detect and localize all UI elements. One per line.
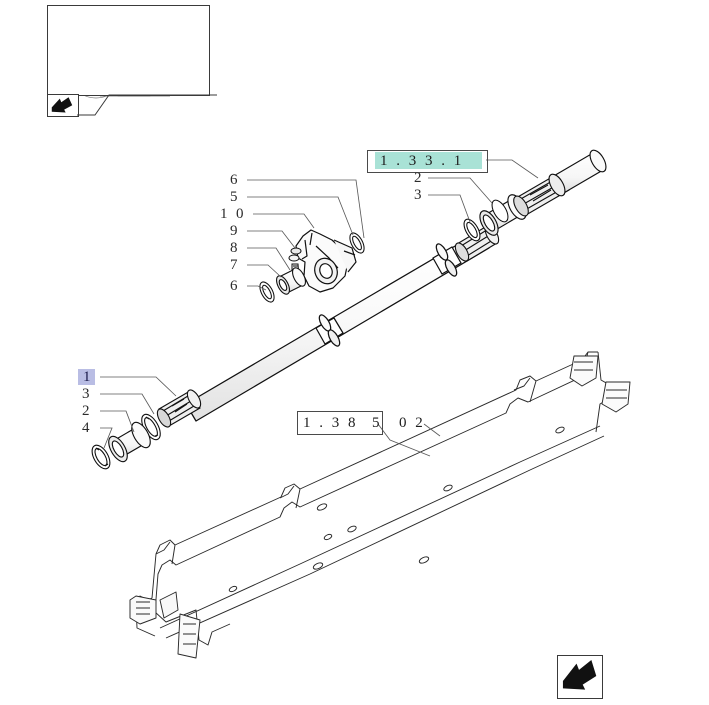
callout-upper-9[interactable]: 9 bbox=[230, 223, 238, 239]
reference-label-box-top bbox=[367, 150, 488, 173]
frame-rail-assembly bbox=[129, 351, 631, 659]
callout-right-2[interactable]: 2 bbox=[414, 170, 422, 186]
callout-upper-0[interactable]: 0 bbox=[236, 206, 244, 222]
reference-label-bottom-mid[interactable]: 5 bbox=[372, 415, 382, 431]
part-ring-7 bbox=[259, 281, 275, 303]
thumbnail-arrow-icon-box bbox=[47, 94, 79, 117]
shaft-stub-tube bbox=[548, 149, 607, 197]
corner-arrow-icon-box bbox=[557, 655, 603, 699]
yoke-fork-assembly bbox=[295, 229, 357, 293]
thumbnail-callout-tail bbox=[77, 94, 217, 116]
part-ring-4 bbox=[91, 444, 111, 470]
callout-upper-1[interactable]: 1 bbox=[220, 206, 228, 222]
reference-label-top-text[interactable]: 1 . 3 3 . 1 bbox=[380, 153, 464, 169]
callout-lower-4[interactable]: 4 bbox=[82, 420, 90, 436]
reference-label-box-bottom bbox=[297, 411, 383, 435]
callout-lower-1[interactable]: 1 bbox=[83, 369, 91, 385]
arrow-pointer-icon bbox=[562, 659, 597, 690]
callout-upper-8[interactable]: 8 bbox=[230, 240, 238, 256]
part-ring-upper-3 bbox=[463, 218, 481, 242]
callout-lower-3[interactable]: 3 bbox=[82, 386, 90, 402]
reference-label-bottom-suffix[interactable]: 0 2 bbox=[399, 415, 426, 431]
part-ring-6-right bbox=[349, 232, 365, 254]
callout-upper-6b[interactable]: 6 bbox=[230, 278, 238, 294]
callout-lower-2[interactable]: 2 bbox=[82, 403, 90, 419]
reference-label-highlight-top bbox=[375, 152, 482, 169]
leader-lines bbox=[100, 159, 539, 457]
arrow-pointer-icon bbox=[51, 97, 73, 113]
part-ring-upper-small bbox=[491, 199, 509, 223]
drive-shaft-assembly bbox=[185, 231, 490, 422]
callout-upper-6a[interactable]: 6 bbox=[230, 172, 238, 188]
tractor-thumbnail-frame bbox=[47, 5, 210, 96]
part-sleeve-2 bbox=[108, 421, 151, 463]
callout-upper-5[interactable]: 5 bbox=[230, 189, 238, 205]
callout-upper-7[interactable]: 7 bbox=[230, 257, 238, 273]
callout-right-3[interactable]: 3 bbox=[414, 187, 422, 203]
callout-lower-1-highlight bbox=[78, 369, 95, 385]
part-bushing-8 bbox=[276, 267, 306, 295]
shaft-spline-lower bbox=[156, 389, 202, 428]
reference-label-bottom-text[interactable]: 1 . 3 8 bbox=[303, 415, 365, 431]
